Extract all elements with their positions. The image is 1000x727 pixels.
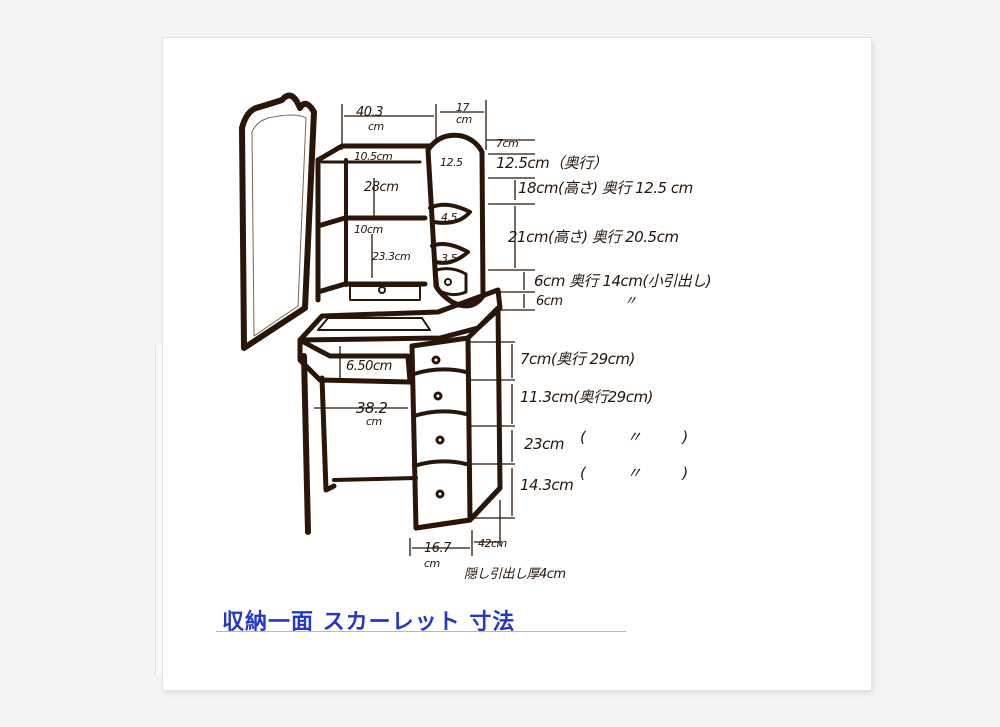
mirror-glass <box>251 114 307 337</box>
hidden-drawer-label: 隠し引出し厚4cm <box>464 567 566 582</box>
shelf1-height-label: 28cm <box>364 180 399 195</box>
desk-apron <box>297 337 413 385</box>
drawer4-ditto: ( 〃 ) <box>580 464 707 482</box>
side-panel <box>465 305 503 521</box>
hutch-small-drawer <box>349 285 421 301</box>
top-width-unit: cm <box>368 120 384 133</box>
drawer-knob-4 <box>435 489 445 499</box>
top-width-label: 40.3 <box>356 105 383 120</box>
desk-width-unit: cm <box>366 415 382 428</box>
drawer-3 <box>412 459 468 468</box>
drawer-2 <box>412 409 468 418</box>
diagram-title: 収納一面 スカーレット 寸法 <box>222 610 516 635</box>
drawer3-label: 23cm <box>524 435 564 453</box>
base-front <box>413 485 503 531</box>
top-edge-label: 7cm <box>496 137 519 150</box>
base-width-label: 16.7 <box>424 541 451 556</box>
side-width-unit: cm <box>456 113 472 126</box>
desk-width-label: 38.2 <box>356 399 388 417</box>
side-col-cubby-2 <box>430 242 470 265</box>
paper-edge <box>155 345 164 675</box>
col-a-label: 12.5 <box>440 156 463 169</box>
shelf-depth-label: 10.5cm <box>354 150 393 163</box>
drawer-stack <box>409 335 473 531</box>
row5-label: 6cm <box>536 294 563 309</box>
desk-floor <box>332 476 418 482</box>
row4-label: 6cm 奥行 14cm(小引出し) <box>534 272 712 290</box>
side-col-drawer <box>434 267 468 297</box>
drawer-knob-3 <box>435 435 445 445</box>
counter-inset <box>317 317 431 331</box>
shelf2-depth-label: 10cm <box>354 223 383 236</box>
col-c-label: 3.5 <box>441 252 458 265</box>
drawer1-label: 7cm(奥行 29cm) <box>520 350 635 368</box>
counter-top <box>297 287 503 343</box>
small-drawer-knob <box>378 286 386 294</box>
row3-label: 21cm(高さ) 奥行 20.5cm <box>508 228 679 246</box>
row1-label: 12.5cm（奥行） <box>496 154 608 172</box>
shelf2-height-label: 23.3cm <box>372 250 411 263</box>
drawer-1 <box>412 367 468 376</box>
drawer2-label: 11.3cm(奥行29cm) <box>520 388 653 406</box>
drawer-knob-1 <box>431 355 441 365</box>
desk-gap-label: 6.50cm <box>346 359 392 374</box>
col-b-label: 4.5 <box>441 211 458 224</box>
side-width-label: 17 <box>456 101 470 114</box>
drawer3-ditto: ( 〃 ) <box>580 428 707 446</box>
desk-leg-left <box>301 353 311 535</box>
mirror-panel <box>239 92 317 351</box>
side-col-cubby-1 <box>428 202 472 225</box>
base-width-unit: cm <box>424 557 440 570</box>
drawer-knob-2 <box>433 391 443 401</box>
base-depth-label: 42cm <box>478 537 507 550</box>
title-underline <box>216 631 626 632</box>
paper-sheet <box>163 38 871 690</box>
side-col-knob <box>444 278 452 286</box>
row2-label: 18cm(高さ) 奥行 12.5 cm <box>518 179 693 197</box>
drawer4-label: 14.3cm <box>520 476 574 494</box>
row5-ditto: 〃 <box>624 294 637 309</box>
desk-leg-inner <box>319 375 337 493</box>
